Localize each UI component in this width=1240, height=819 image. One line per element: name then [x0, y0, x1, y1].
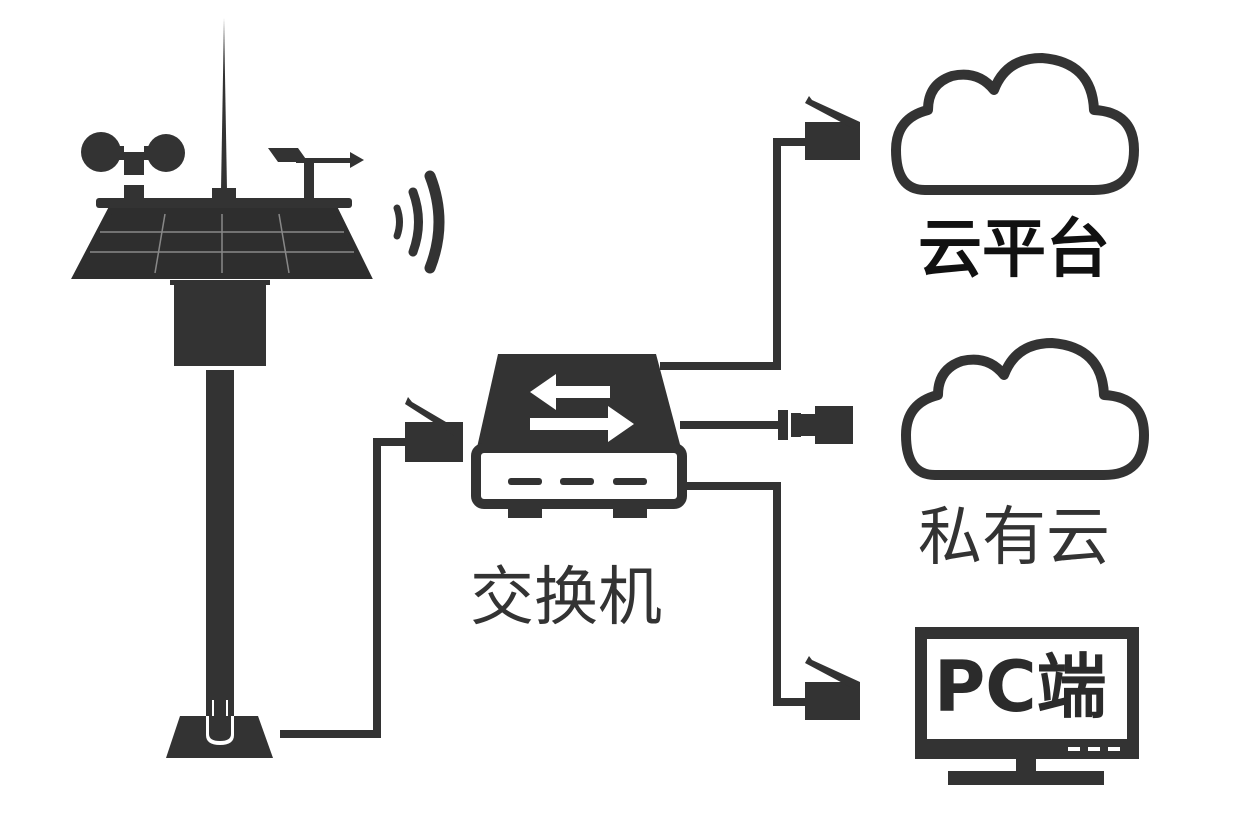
lightning-rod: [221, 18, 227, 190]
wireless-signal-icon: [393, 170, 445, 274]
switch-to-private-cloud-cable: [680, 406, 853, 444]
weather-station-icon: [71, 18, 373, 758]
cloud-icon: [901, 338, 1149, 480]
private-cloud-label: 私有云: [918, 501, 1110, 575]
wind-vane-icon: [268, 148, 364, 200]
solar-panel-icon: [71, 208, 373, 279]
cloud-icon: [891, 53, 1139, 195]
network-plug-icon: [805, 96, 860, 160]
switch-to-pc-cable: [680, 482, 805, 706]
rod-collar: [212, 188, 236, 210]
anemometer-icon: [81, 132, 185, 198]
network-plug-icon: [405, 397, 463, 462]
network-plug-icon: [805, 656, 860, 720]
switch-label: 交换机: [470, 561, 662, 635]
switch-to-cloud-cable: [660, 138, 805, 370]
monitor-icon: [915, 627, 1139, 785]
pc-label: PC端: [934, 646, 1107, 728]
network-switch-icon: [471, 354, 687, 518]
station-to-switch-cable: [280, 438, 405, 738]
control-box: [174, 282, 266, 366]
cloud-platform-label: 云平台: [918, 213, 1110, 287]
station-pole: [206, 370, 234, 738]
